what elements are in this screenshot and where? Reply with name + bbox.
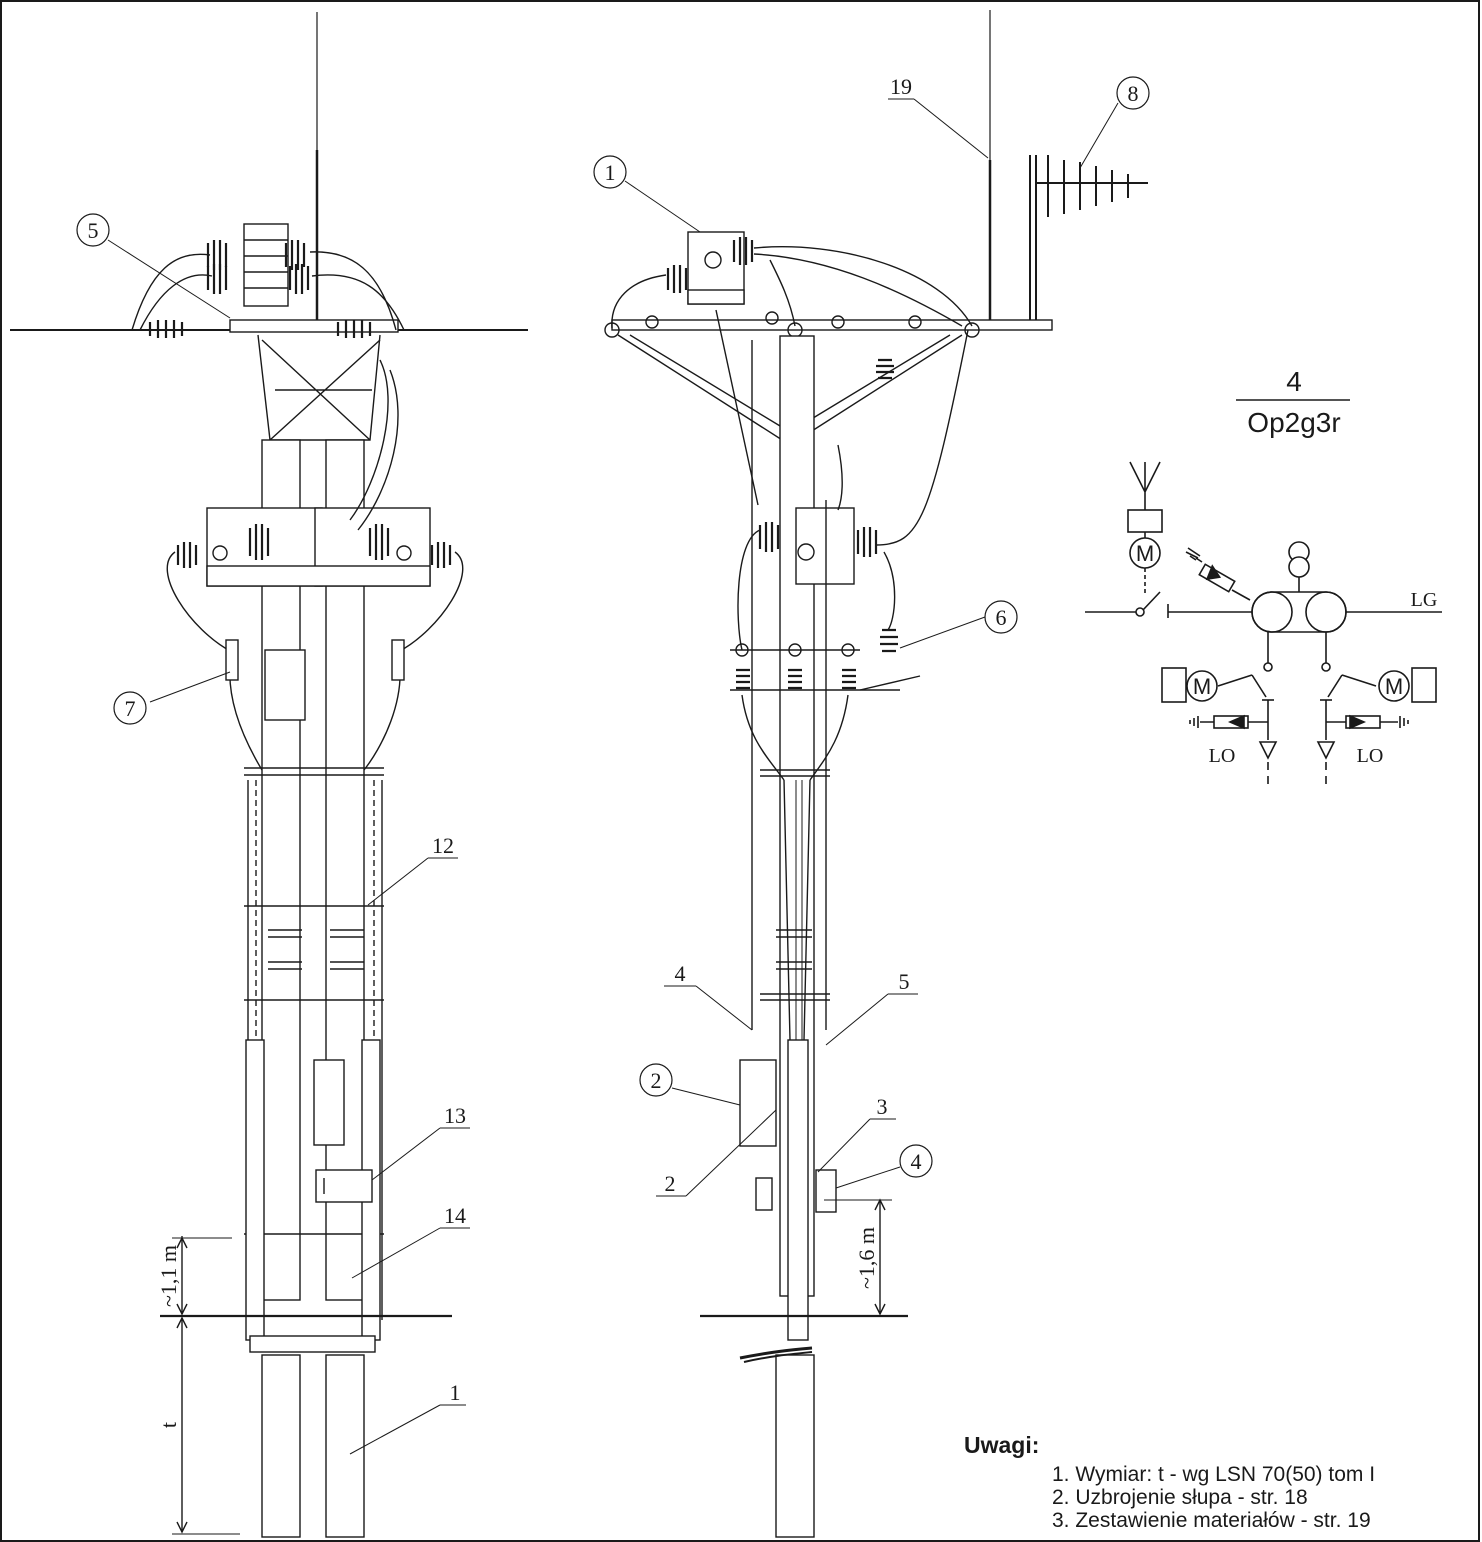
left-label-12: 12 xyxy=(432,833,454,858)
motor-right-label: M xyxy=(1385,674,1403,699)
motor-right-icon xyxy=(1378,670,1410,702)
right-callout-6: 6 xyxy=(996,605,1007,630)
notes-list: 1. Wymiar: t - wg LSN 70(50) tom I 2. Uz… xyxy=(964,1463,1482,1532)
left-dim-depth: t xyxy=(156,1422,181,1428)
motor-left-label: M xyxy=(1193,674,1211,699)
right-callout-2: 2 xyxy=(651,1068,662,1093)
motor-left-icon xyxy=(1186,670,1218,702)
right-callout-4: 4 xyxy=(911,1149,922,1174)
designation-code: Op2g3r xyxy=(1247,407,1340,438)
right-dim-above-ground: ~1,6 m xyxy=(854,1227,879,1289)
right-pole-view xyxy=(593,10,1150,1538)
left-label-14: 14 xyxy=(444,1203,466,1228)
motor-top-label: M xyxy=(1136,541,1154,566)
single-line-schematic xyxy=(1085,461,1442,788)
line-label-lg: LG xyxy=(1411,589,1438,611)
left-pole-view xyxy=(10,12,528,1538)
station-designation: 4 Op2g3r xyxy=(1236,366,1350,438)
right-callout-1: 1 xyxy=(605,160,616,185)
right-label-2: 2 xyxy=(665,1171,676,1196)
right-label-19: 19 xyxy=(890,74,912,99)
arrester-label-left: LO xyxy=(1209,745,1236,767)
note-item: 2. Uzbrojenie słupa - str. 18 xyxy=(1052,1486,1308,1509)
note-item: 3. Zestawienie materiałów - str. 19 xyxy=(1052,1509,1371,1532)
notes-title: Uwagi: xyxy=(964,1432,1040,1458)
right-callout-8: 8 xyxy=(1128,81,1139,106)
right-label-4: 4 xyxy=(675,961,686,986)
left-callout-7: 7 xyxy=(125,696,136,721)
arrester-label-right: LO xyxy=(1357,745,1384,767)
notes-section: Uwagi: 1. Wymiar: t - wg LSN 70(50) tom … xyxy=(964,1432,1482,1532)
note-item: 1. Wymiar: t - wg LSN 70(50) tom I xyxy=(1052,1463,1376,1486)
left-dim-above-ground: ~1,1 m xyxy=(156,1245,181,1307)
left-label-13: 13 xyxy=(444,1103,466,1128)
right-label-3: 3 xyxy=(877,1094,888,1119)
right-label-5: 5 xyxy=(899,969,910,994)
designation-number: 4 xyxy=(1286,366,1302,397)
antenna-icon xyxy=(1129,461,1161,510)
left-callout-5: 5 xyxy=(88,218,99,243)
left-label-1: 1 xyxy=(450,1380,461,1405)
